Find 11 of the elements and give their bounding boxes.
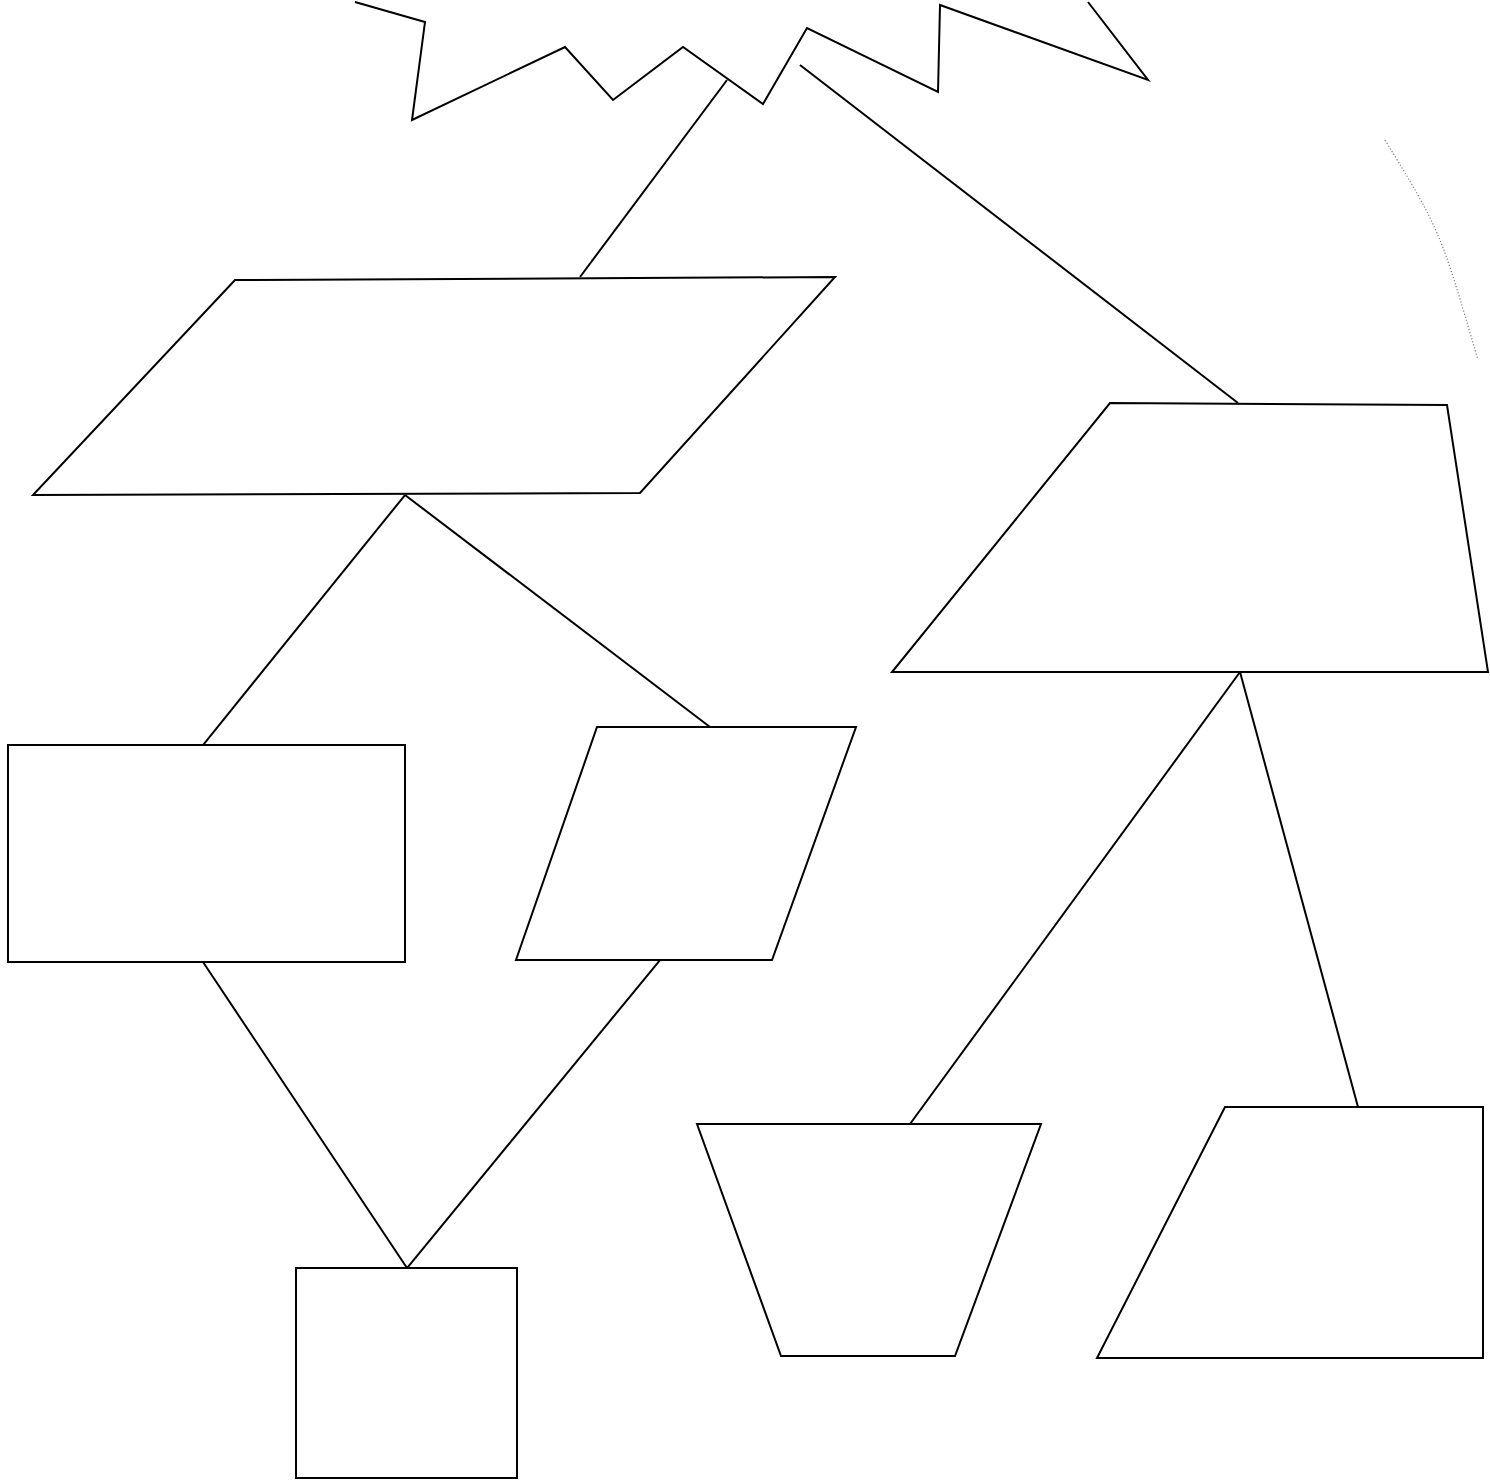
rectangle-box: [295, 1267, 518, 1479]
connector-line: [1239, 671, 1359, 1108]
connector-line: [406, 959, 661, 1269]
rectangle-box: [7, 744, 406, 963]
connector-line: [799, 64, 1239, 404]
connector-line: [579, 79, 728, 278]
connector-line: [404, 494, 711, 728]
connector-line: [202, 494, 406, 746]
connector-line: [202, 961, 408, 1269]
burst-shape: [354, 1, 1151, 122]
connector-line: [909, 671, 1241, 1125]
